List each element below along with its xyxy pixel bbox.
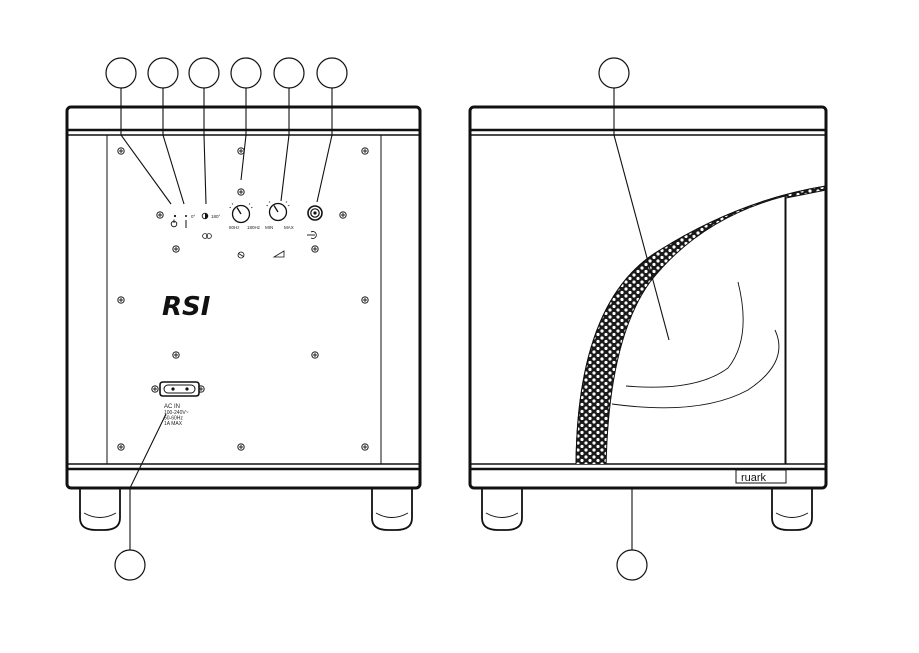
volume-max-label: MAX: [284, 225, 294, 230]
callout-marker-front-bottom: [617, 550, 647, 580]
crossover-min-label: 80Hz: [229, 225, 240, 230]
front-foot-right: [772, 488, 812, 530]
front-view: ruark: [470, 107, 826, 530]
volume-min-label: MIN: [265, 225, 273, 230]
callout-marker-3: [189, 58, 219, 88]
front-cabinet: [470, 107, 826, 488]
front-foot-left: [482, 488, 522, 530]
status-led: [174, 215, 176, 217]
line-input-jack[interactable]: [308, 206, 322, 220]
power-spec-current: 1A MAX: [164, 421, 183, 427]
rear-view: 0° 180° 80Hz 180Hz: [67, 107, 420, 530]
callout-marker-rear-bottom: [115, 550, 145, 580]
crossover-max-label: 180Hz: [247, 225, 261, 230]
callout-marker-6: [317, 58, 347, 88]
callout-marker-2: [148, 58, 178, 88]
callout-marker-1: [106, 58, 136, 88]
rear-foot-left: [80, 488, 120, 530]
phase-label-0: 0°: [191, 214, 196, 219]
callout-marker-5: [274, 58, 304, 88]
rear-foot-right: [372, 488, 412, 530]
callout-marker-4: [231, 58, 261, 88]
callout-marker-front-top: [599, 58, 629, 88]
brand-logo: RSI: [162, 292, 211, 322]
ruark-badge-text: ruark: [741, 472, 767, 484]
power-inlet[interactable]: [160, 382, 199, 396]
phase-label-180: 180°: [211, 214, 221, 219]
